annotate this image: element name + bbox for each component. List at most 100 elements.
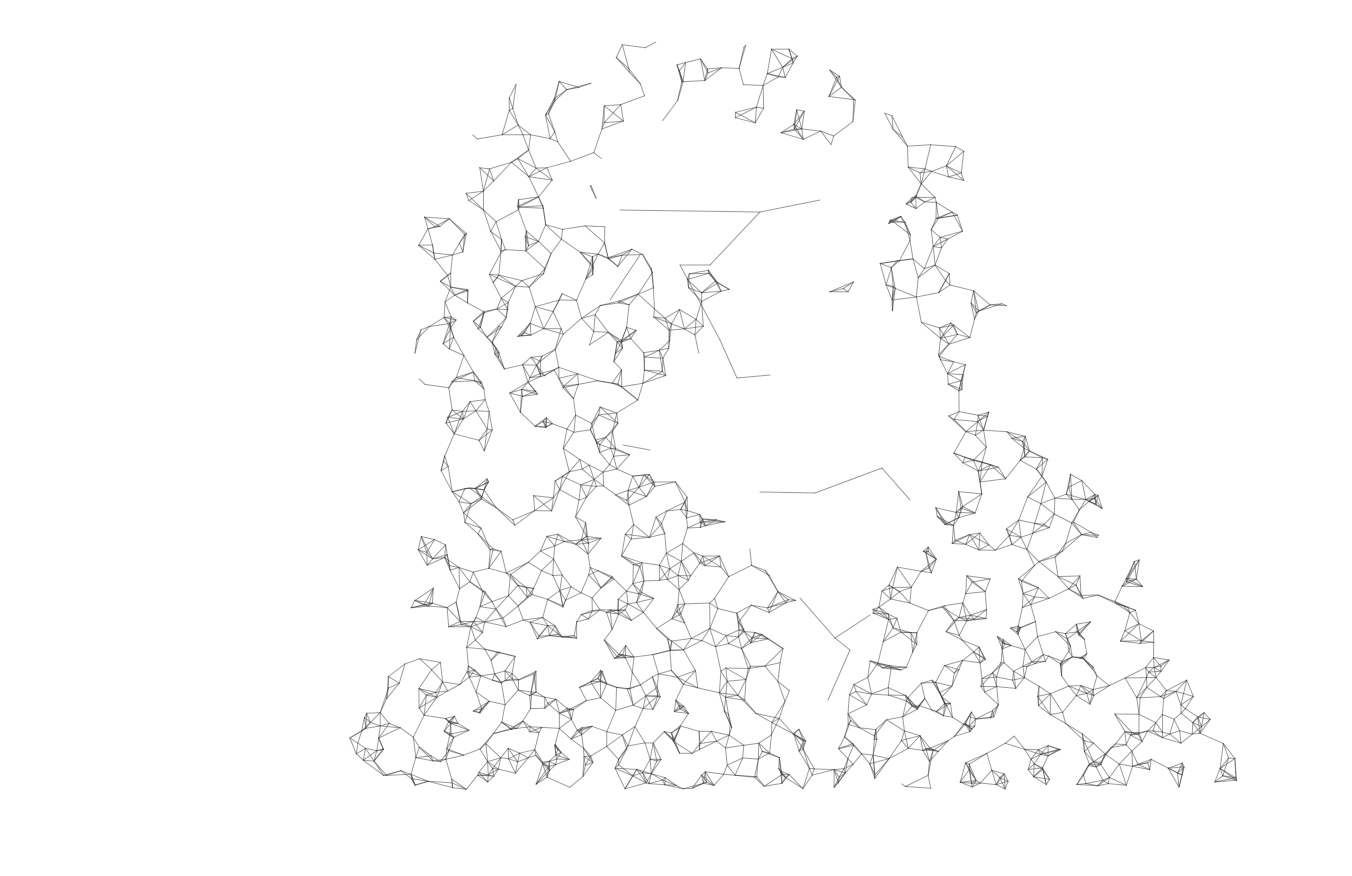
graph-edge: [902, 705, 913, 718]
graph-edge: [750, 633, 763, 644]
graph-edge: [642, 370, 663, 384]
graph-edge: [1006, 431, 1026, 437]
graph-edge: [1021, 604, 1032, 608]
graph-edge: [452, 251, 464, 256]
graph-edge: [723, 764, 728, 775]
graph-edge: [906, 651, 914, 668]
graph-edge: [545, 114, 551, 140]
graph-edge: [974, 429, 985, 436]
graph-edge: [596, 436, 607, 444]
graph-edge: [682, 80, 706, 83]
graph-edge: [521, 381, 529, 390]
graph-edge: [683, 325, 704, 330]
graph-edge: [704, 68, 708, 81]
graph-edge: [679, 704, 689, 714]
graph-edge: [638, 474, 645, 488]
graph-edge: [508, 109, 519, 126]
graph-edge: [414, 329, 422, 354]
graph-edge: [590, 677, 599, 683]
graph-edge: [841, 86, 856, 101]
graph-edge: [1199, 718, 1211, 734]
graph-edge: [859, 727, 875, 737]
graph-edge: [737, 694, 757, 714]
graph-edge: [1047, 749, 1061, 757]
graph-edge: [652, 731, 665, 744]
graph-edge: [1219, 768, 1237, 779]
graph-edge: [558, 718, 572, 729]
graph-edge: [940, 359, 949, 375]
graph-edge: [764, 570, 779, 593]
graph-edge: [517, 334, 532, 337]
graph-edge: [716, 734, 730, 742]
graph-edge: [1070, 473, 1073, 500]
graph-edge: [563, 385, 574, 400]
graph-edge: [652, 287, 655, 310]
graph-edge: [734, 774, 758, 778]
graph-edge: [683, 318, 697, 330]
graph-edge: [874, 758, 890, 779]
graph-edge: [640, 83, 646, 97]
graph-edge: [667, 638, 671, 651]
graph-edge: [969, 318, 975, 338]
graph-edge: [951, 669, 960, 687]
graph-edge: [654, 481, 676, 487]
graph-edge: [1024, 636, 1038, 651]
graph-edge: [911, 705, 918, 710]
graph-edge: [466, 626, 472, 648]
graph-edge: [939, 327, 950, 345]
graph-edge: [940, 333, 958, 339]
graph-edge: [718, 680, 728, 694]
graph-edge: [585, 485, 597, 498]
graph-edge: [728, 636, 739, 645]
graph-edge: [541, 558, 555, 572]
graph-edge: [573, 414, 577, 433]
graph-edge: [1114, 713, 1133, 733]
graph-edge: [1017, 607, 1023, 627]
graph-edge: [602, 468, 618, 473]
graph-edge: [508, 758, 516, 774]
graph-edge: [709, 597, 716, 604]
graph-edge: [451, 380, 476, 383]
graph-edge: [575, 496, 587, 518]
graph-edge: [470, 496, 483, 505]
graph-edge: [442, 681, 461, 685]
graph-edge: [919, 735, 927, 750]
graph-edge: [1135, 578, 1143, 587]
graph-edge: [1027, 767, 1043, 770]
graph-edge: [444, 557, 460, 568]
graph-edge: [1191, 726, 1203, 735]
graph-edge: [691, 743, 701, 754]
graph-edge: [486, 325, 499, 338]
graph-edge: [613, 455, 618, 470]
graph-edge: [527, 377, 531, 383]
graph-edge: [603, 104, 622, 124]
graph-edge: [1085, 494, 1096, 500]
graph-edge: [664, 533, 667, 554]
graph-edge: [419, 658, 433, 671]
graph-edge: [650, 758, 662, 775]
graph-edge: [736, 612, 740, 631]
graph-edge: [463, 355, 474, 373]
graph-edge: [630, 523, 635, 540]
graph-edge: [479, 700, 490, 714]
graph-edge: [754, 776, 765, 787]
graph-edge: [465, 192, 470, 201]
graph-edge: [958, 491, 962, 509]
graph-edge: [1044, 655, 1049, 662]
graph-edge: [768, 602, 787, 614]
graph-edge: [1035, 457, 1044, 470]
graph-edge: [1034, 522, 1045, 525]
graph-edge: [1118, 763, 1134, 767]
graph-edge: [1053, 513, 1073, 524]
graph-edge: [996, 686, 1017, 689]
graph-edge: [529, 726, 543, 728]
graph-edge: [929, 740, 949, 749]
graph-edge: [545, 114, 556, 133]
graph-edge: [626, 590, 629, 605]
graph-edge: [424, 216, 436, 228]
graph-edge: [1034, 587, 1039, 598]
graph-edge: [1065, 473, 1071, 495]
graph-edge: [581, 725, 593, 736]
graph-edge: [517, 689, 531, 697]
graph-edge: [1048, 513, 1055, 529]
